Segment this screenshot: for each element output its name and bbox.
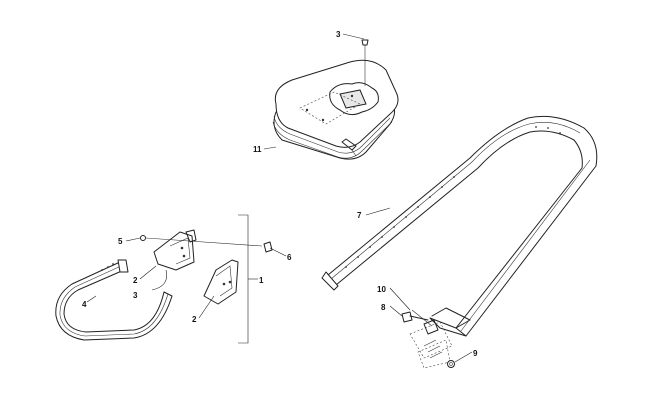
callout-10: 10: [377, 285, 386, 294]
callout-1: 1: [259, 276, 264, 285]
callout-2-lower: 2: [192, 315, 197, 324]
callout-6: 6: [287, 253, 292, 262]
part-2-bracket-upper: [153, 229, 197, 271]
part-3-screw-top: [361, 39, 369, 86]
callout-3-top: 3: [336, 30, 341, 39]
callout-4: 4: [82, 300, 87, 309]
part-3-screw-lower: [151, 269, 167, 291]
part-9-nut: [447, 360, 455, 368]
part-2-bracket-lower: [203, 259, 239, 305]
callout-11: 11: [253, 145, 262, 154]
part-5-bolt: [140, 235, 263, 247]
part-4-front-bumper: [55, 259, 173, 341]
callout-2-upper: 2: [133, 276, 138, 285]
part-8-bolt: [401, 311, 429, 323]
callout-3-lower: 3: [133, 291, 138, 300]
callout-7: 7: [357, 211, 362, 220]
assembly-group-bracket: [238, 214, 258, 344]
callout-5: 5: [118, 237, 123, 246]
part-7-grab-bar: [321, 115, 598, 337]
callout-labels: 3 11 7 5 6 1 2 3 4 2 10 8 9: [82, 30, 478, 358]
part-6-nut: [263, 241, 273, 253]
leader-lines: [86, 33, 473, 363]
grab-bar-mounting-holes: [345, 126, 561, 268]
callout-9: 9: [473, 349, 478, 358]
callout-8: 8: [381, 303, 386, 312]
part-11-seat-cushion: [272, 59, 399, 160]
